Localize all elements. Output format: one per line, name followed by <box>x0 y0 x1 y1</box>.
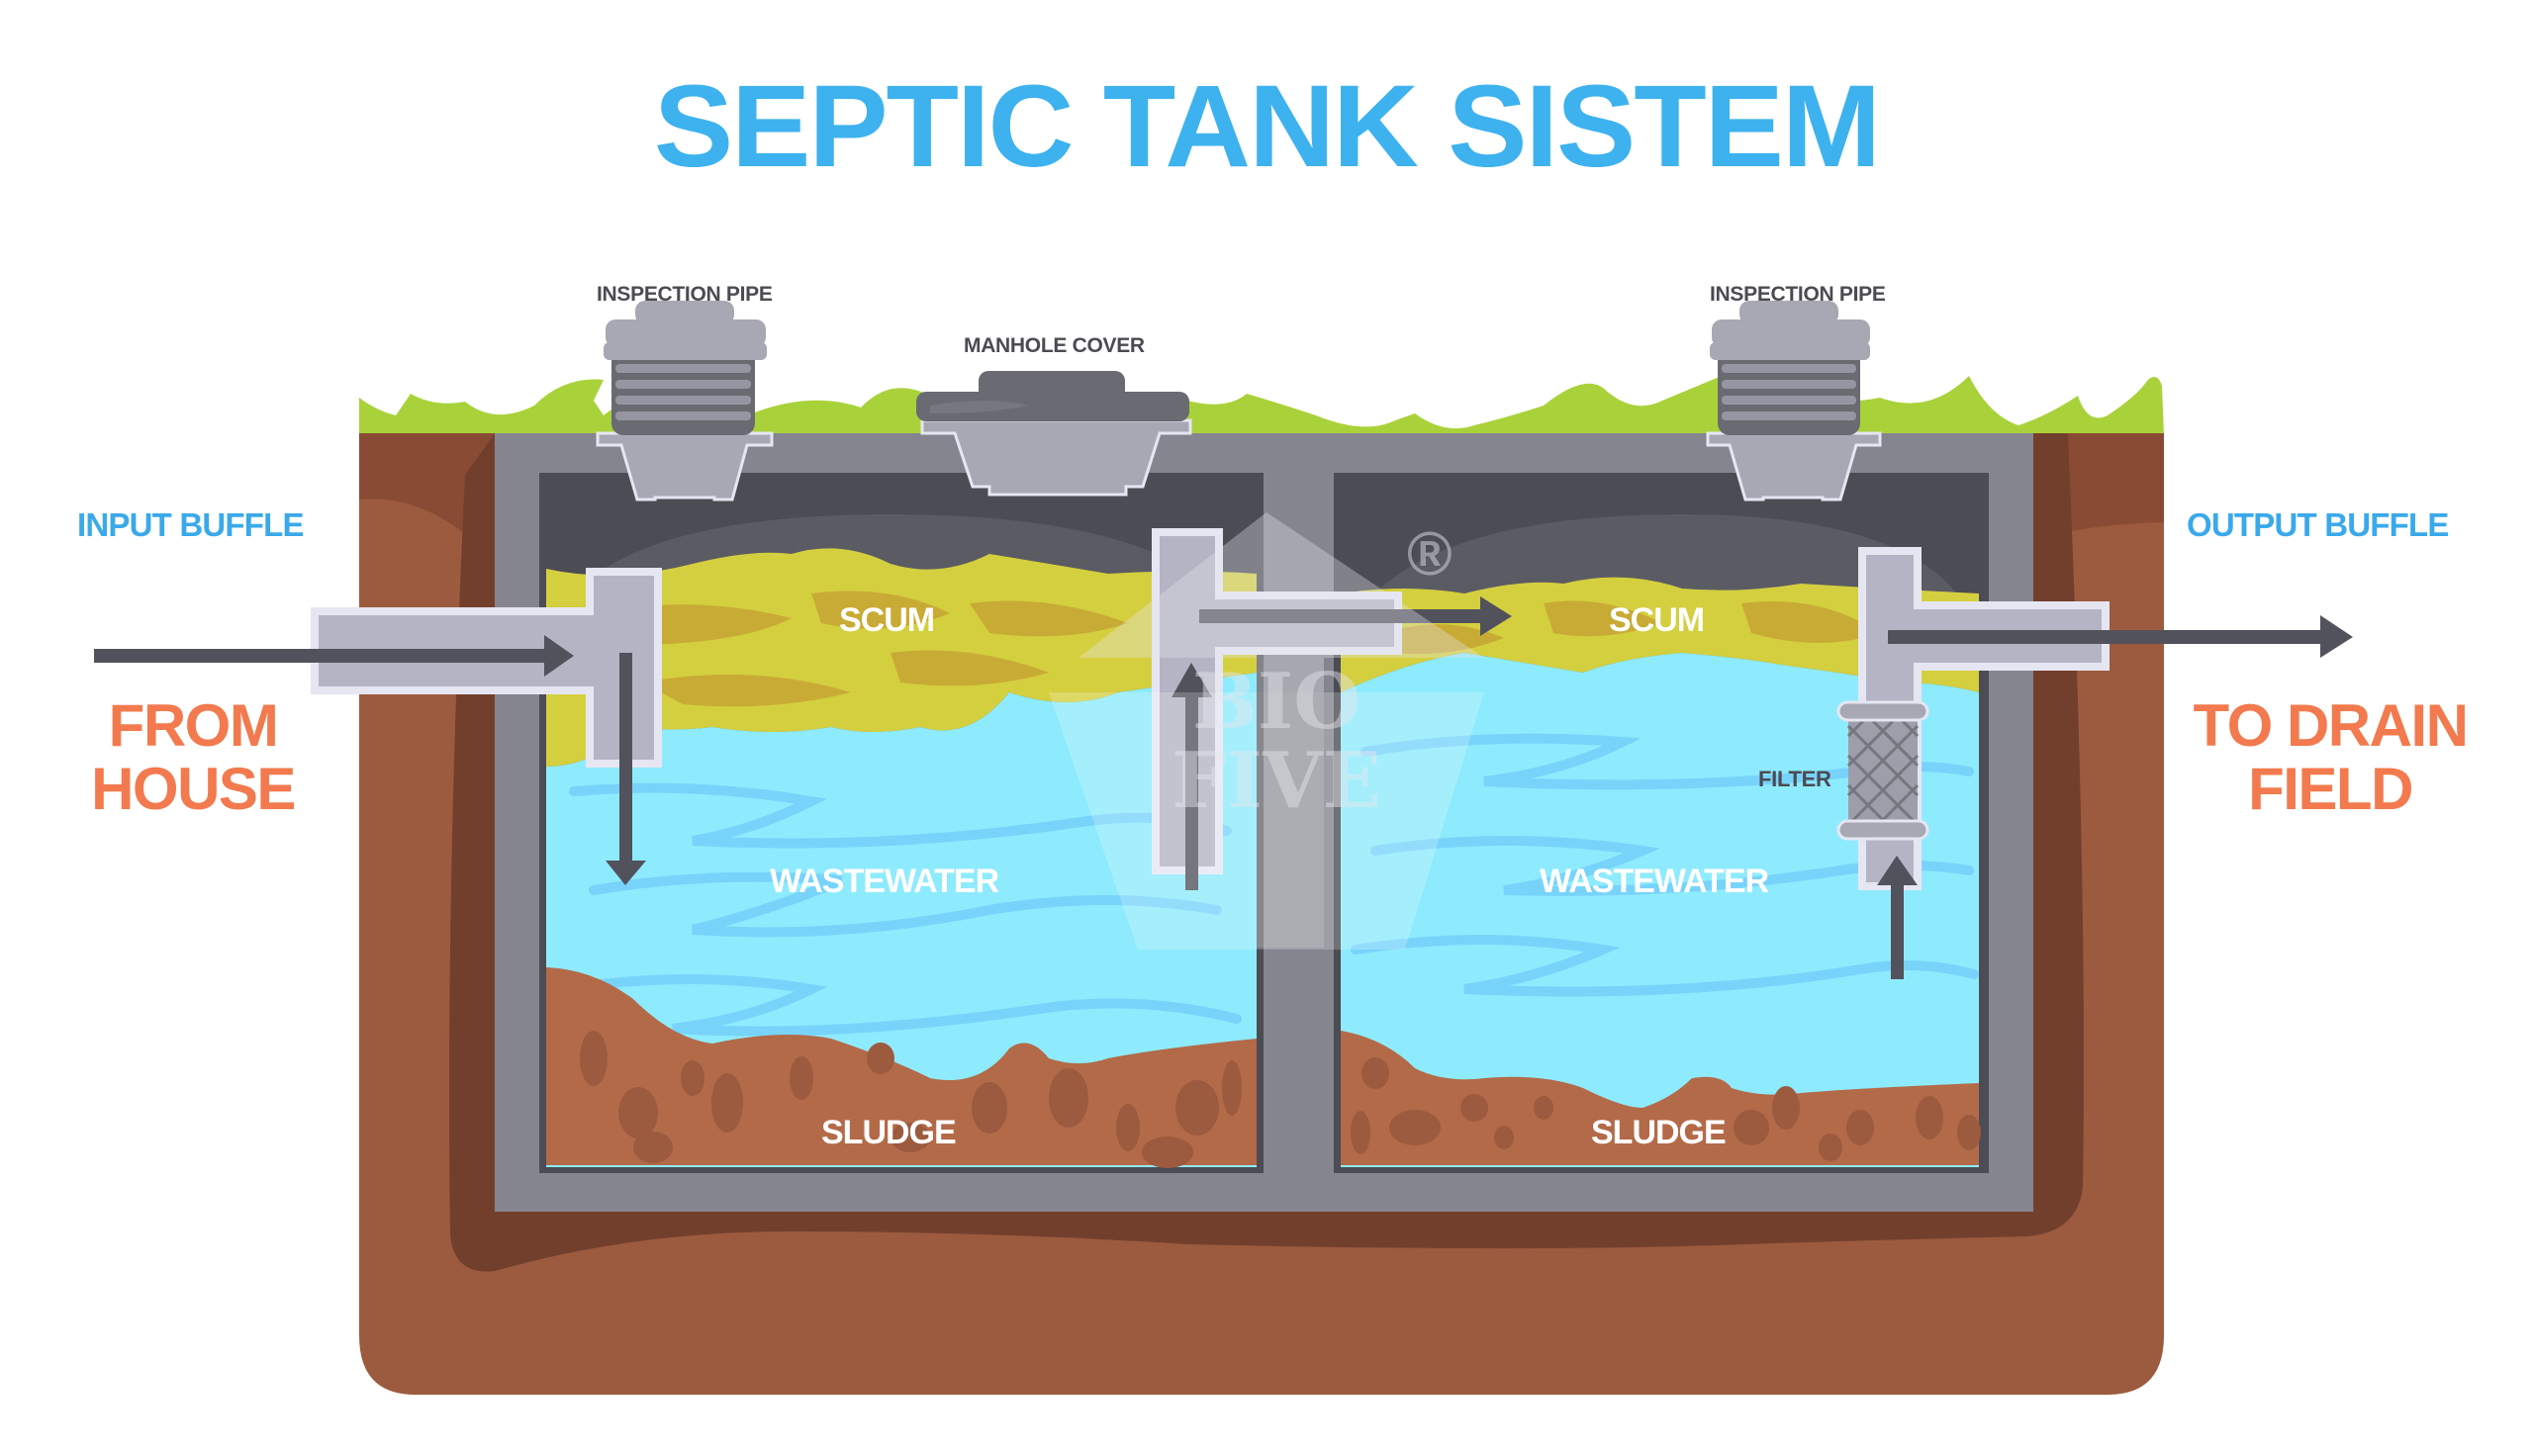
label-filter: FILTER <box>1758 767 1831 791</box>
filter-icon <box>1836 700 1929 841</box>
inspection-pipe-right <box>1706 301 1882 501</box>
flow-arrows <box>94 596 2353 979</box>
label-scum-left: SCUM <box>839 601 935 639</box>
input-buffle-pipe <box>311 568 662 768</box>
chamber-right <box>1334 473 1989 1173</box>
watermark-logo <box>1049 512 1484 950</box>
label-wastewater-left: WASTEWATER <box>770 863 999 900</box>
arrow-from-house <box>94 635 574 677</box>
label-scum-right: SCUM <box>1609 601 1705 639</box>
label-to-drain-field: TO DRAIN FIELD <box>2177 694 2484 821</box>
page-title: SEPTIC TANK SISTEM <box>653 61 1881 192</box>
label-sludge-left: SLUDGE <box>821 1114 957 1151</box>
arrow-down-left <box>606 653 646 885</box>
to-drain-line2: FIELD <box>2248 756 2413 822</box>
label-sludge-right: SLUDGE <box>1591 1114 1727 1151</box>
label-wastewater-right: WASTEWATER <box>1540 863 1769 900</box>
arrow-to-drain <box>1888 615 2353 658</box>
watermark-text: BIO FIVE <box>1158 663 1395 821</box>
to-drain-line1: TO DRAIN <box>2193 692 2469 759</box>
manhole-cover <box>916 371 1192 497</box>
watermark-line2: FIVE <box>1172 736 1381 826</box>
chamber-divider <box>1264 473 1334 1173</box>
label-inspection-pipe-right: INSPECTION PIPE <box>1710 283 1886 306</box>
label-input-buffle: INPUT BUFFLE <box>77 506 305 543</box>
label-manhole-cover: MANHOLE COVER <box>964 334 1145 357</box>
label-output-buffle: OUTPUT BUFFLE <box>2187 506 2449 543</box>
label-from-house: FROM HOUSE <box>59 694 327 821</box>
from-house-line1: FROM <box>108 692 279 759</box>
from-house-line2: HOUSE <box>91 756 296 822</box>
label-inspection-pipe-left: INSPECTION PIPE <box>597 283 773 306</box>
chamber-left <box>539 473 1264 1173</box>
registered-mark-icon: ® <box>1407 520 1453 589</box>
grass <box>359 376 2164 435</box>
arrow-right-middle <box>1199 596 1512 636</box>
scum-layer-right <box>1341 577 1979 692</box>
inspection-pipe-left <box>596 301 774 501</box>
arrow-up-right <box>1877 856 1918 979</box>
watermark-line1: BIO <box>1191 657 1361 747</box>
arrow-up-middle <box>1172 663 1212 890</box>
